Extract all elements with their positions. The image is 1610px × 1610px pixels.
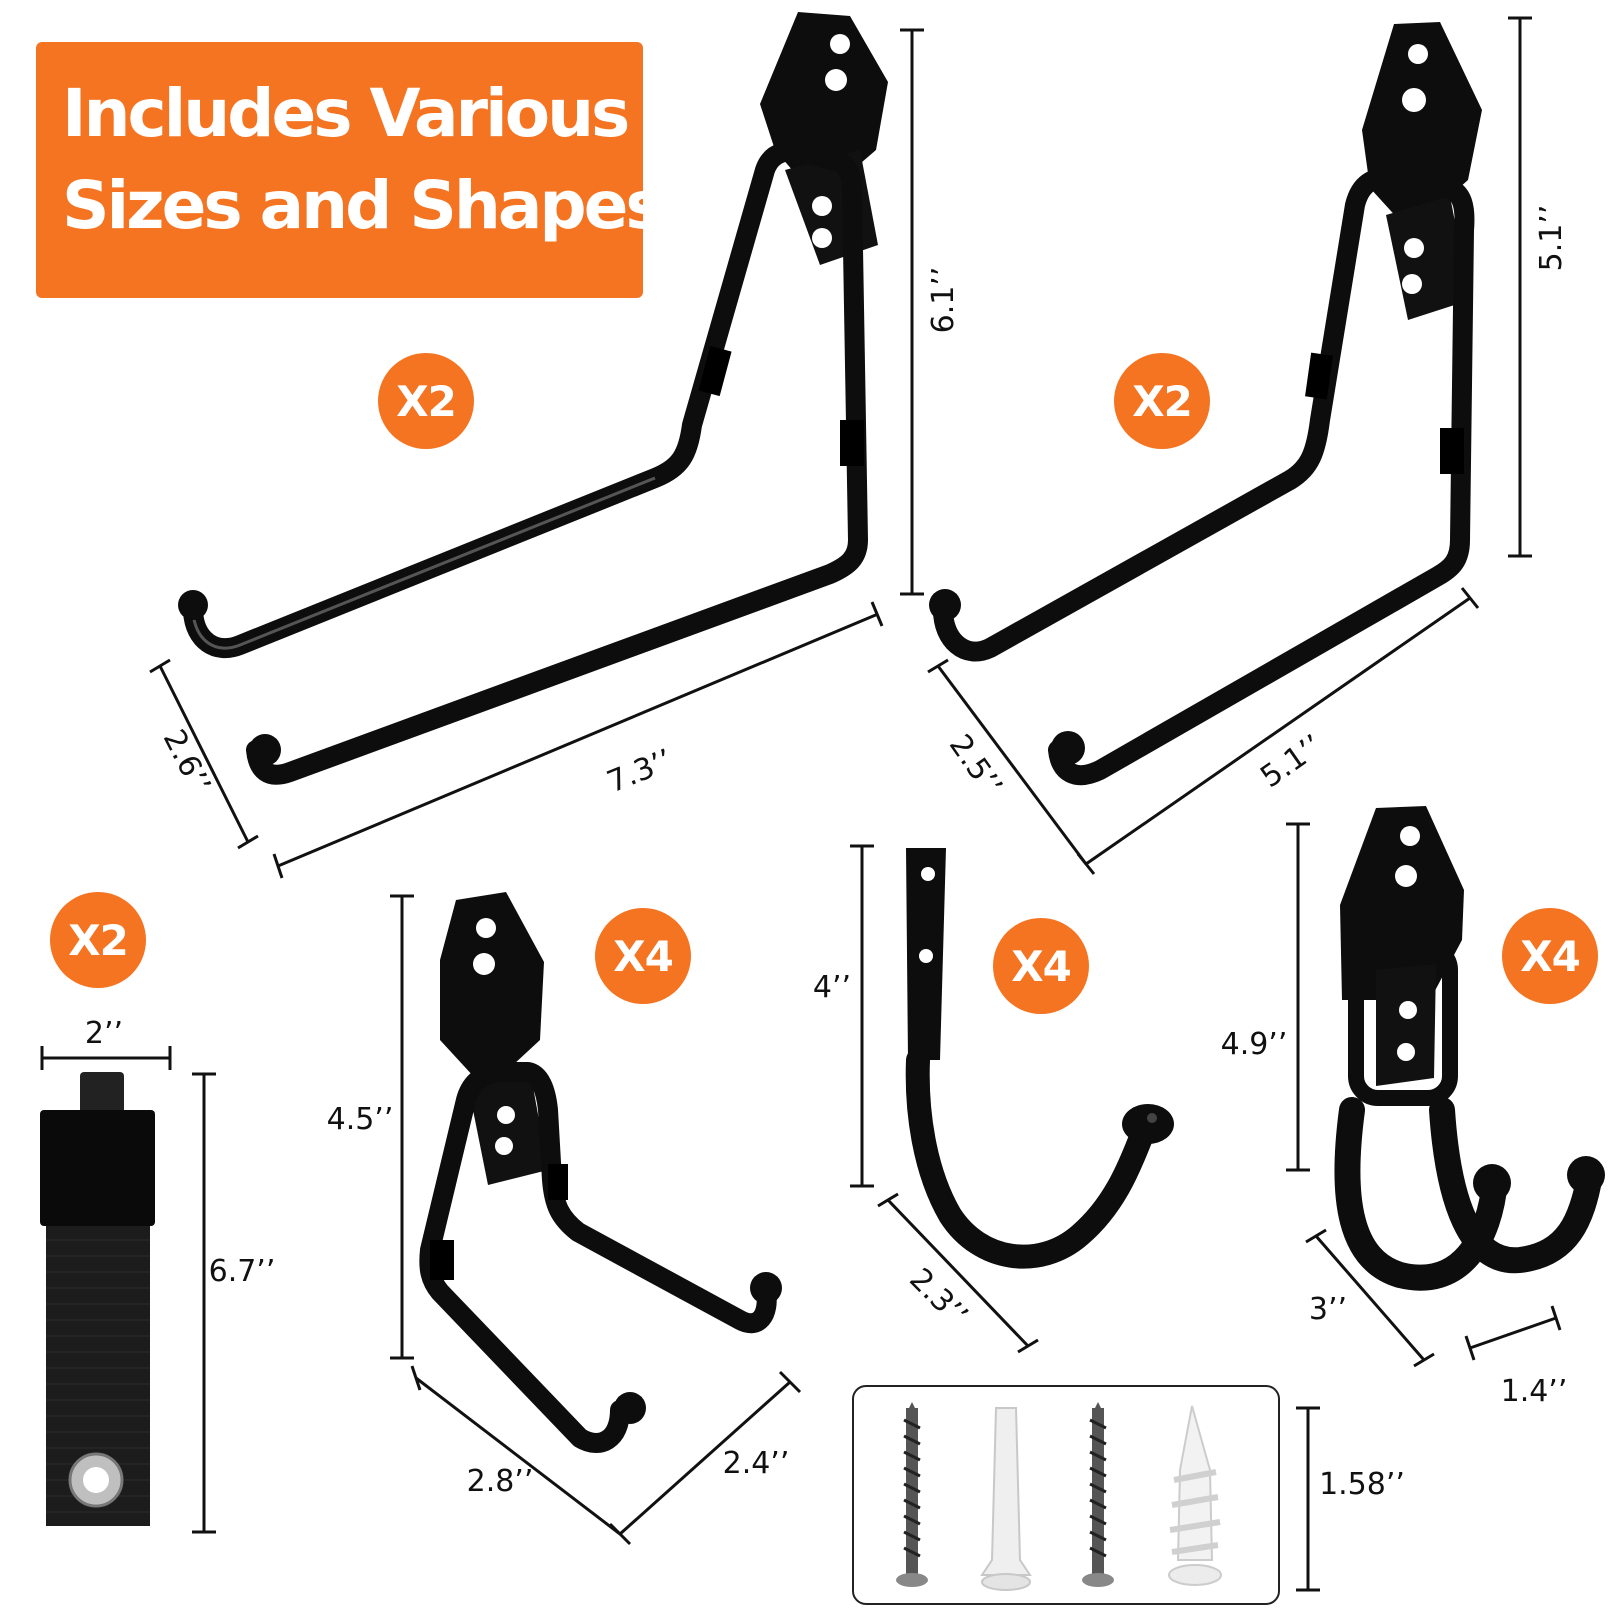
dim-double-prong-hook-height: 4.9’’ [1220,1027,1288,1062]
drywall-anchor-icon [1168,1405,1222,1586]
dim-double-arm-hook-depth: 2.4’’ [722,1446,790,1481]
screw-icon [1082,1402,1114,1587]
dim-double-arm-hook-length: 2.8’’ [466,1464,534,1499]
quantity-badge-double-prong-hook: X4 [1502,908,1598,1004]
quantity-badge-double-arm-hook: X4 [595,908,691,1004]
dim-j-hook-height: 4’’ [812,970,852,1005]
medium-u-hook-icon [929,22,1482,786]
quantity-badge-j-hook: X4 [993,918,1089,1014]
dim-double-prong-hook-depth: 3’’ [1308,1292,1348,1327]
dim-strap-width: 2’’ [84,1016,124,1051]
quantity-badge-medium-u-hook: X2 [1114,353,1210,449]
dim-medium-u-hook-height: 5.1’’ [1534,204,1569,272]
wall-anchor-icon [980,1407,1032,1591]
dimension-lines [40,16,1562,1592]
hardware-panel [852,1385,1280,1605]
dim-large-u-hook-height: 6.1’’ [926,266,961,334]
quantity-badge-strap: X2 [50,892,146,988]
headline-line-1: Includes Various [62,75,630,152]
j-hook-icon [905,848,1174,1269]
dim-hardware-height: 1.58’’ [1319,1467,1405,1502]
dim-double-arm-hook-height: 4.5’’ [326,1102,394,1137]
headline-line-2: Sizes and Shapes [62,167,665,244]
double-arm-hook-icon [419,892,782,1453]
large-u-hook-icon [178,12,888,785]
dim-strap-height: 6.7’’ [208,1254,276,1289]
headline-banner: Includes Various Sizes and Shapes [36,42,665,298]
dim-double-prong-hook-width: 1.4’’ [1500,1374,1568,1409]
strap-icon [40,1072,155,1526]
quantity-badge-large-u-hook: X2 [378,353,474,449]
double-prong-hook-icon [1334,806,1605,1291]
screw-icon [896,1402,928,1587]
